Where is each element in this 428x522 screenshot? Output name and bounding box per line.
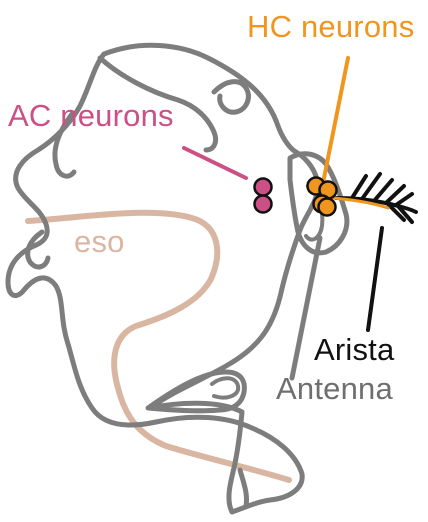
ac-neuron bbox=[255, 196, 272, 213]
hc-pointer-line bbox=[322, 58, 348, 188]
proboscis-loop bbox=[212, 378, 238, 397]
label-hc-neurons: HC neurons bbox=[247, 9, 414, 44]
label-eso: eso bbox=[74, 224, 125, 259]
ac-neuron bbox=[255, 179, 272, 196]
arista-branches bbox=[352, 174, 412, 222]
label-ac-neurons: AC neurons bbox=[8, 98, 174, 133]
ocellar-loop bbox=[214, 82, 248, 113]
label-arista: Arista bbox=[314, 332, 395, 367]
label-antenna: Antenna bbox=[276, 371, 393, 406]
ac-pointer-line bbox=[184, 148, 246, 178]
ac-neuron-cluster bbox=[255, 179, 272, 213]
hc-neuron bbox=[319, 199, 336, 216]
lower-tail-curve bbox=[240, 470, 247, 506]
arista-pointer-line bbox=[368, 228, 382, 330]
